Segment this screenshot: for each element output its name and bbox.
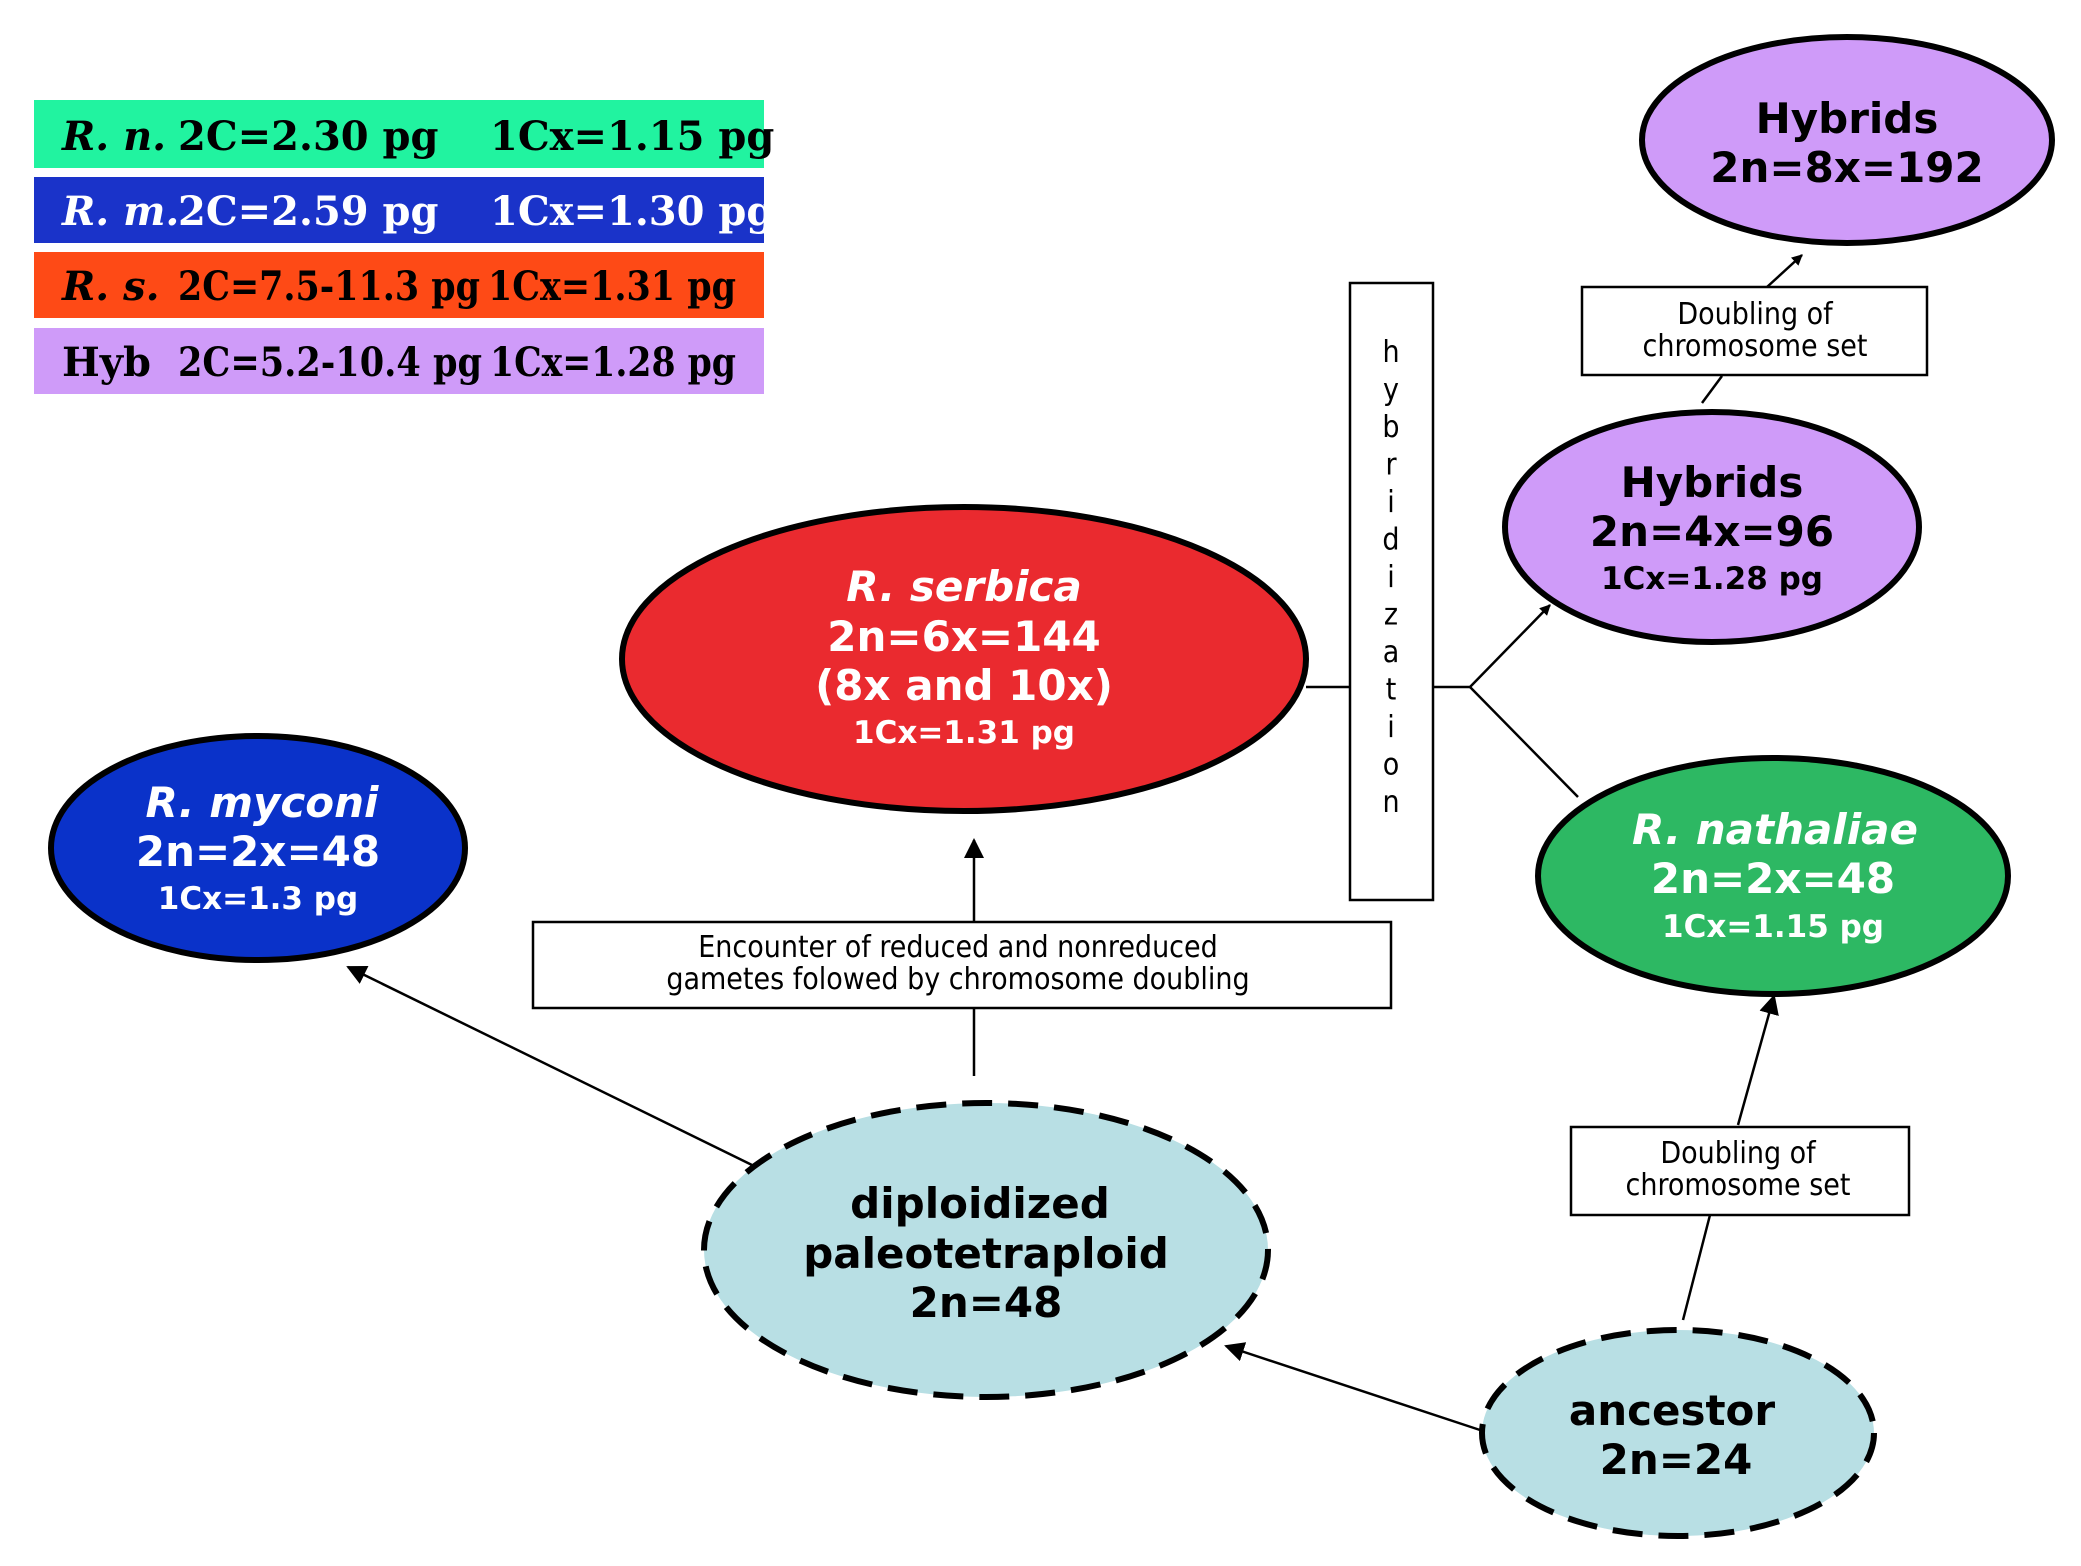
node-hybrids-8x-title: Hybrids — [1756, 94, 1939, 143]
hybridization-letter: z — [1384, 598, 1398, 633]
node-r-serbica-variants: (8x and 10x) — [815, 661, 1113, 710]
legend-1cx-rn: 1Cx=1.15 pg — [490, 113, 774, 160]
node-paleotetraploid-ploidy: 2n=48 — [910, 1278, 1063, 1327]
hybridization-letter: n — [1382, 785, 1399, 820]
legend-abbr-rn: R. n. — [61, 113, 166, 160]
hybridization-letter: r — [1385, 448, 1397, 483]
hybridization-letter: i — [1387, 485, 1395, 520]
legend-2c-rs: 2C=7.5-11.3 pg — [178, 263, 480, 310]
node-r-myconi: R. myconi 2n=2x=48 1Cx=1.3 pg — [48, 733, 468, 963]
legend-row-hyb: Hyb 2C=5.2-10.4 pg 1Cx=1.28 pg — [34, 328, 764, 394]
legend-abbr-rm: R. m. — [61, 188, 179, 235]
node-hybrids-8x-ploidy: 2n=8x=192 — [1710, 143, 1984, 192]
label-encounter-box — [531, 920, 1393, 1010]
hybridization-letter: i — [1387, 560, 1395, 595]
node-hybrids-4x: Hybrids 2n=4x=96 1Cx=1.28 pg — [1502, 409, 1922, 645]
node-r-myconi-shape — [48, 733, 468, 963]
legend-2c-hyb: 2C=5.2-10.4 pg — [178, 339, 482, 386]
legend-swatch-rm — [34, 177, 764, 243]
node-hybrids-8x: Hybrids 2n=8x=192 — [1639, 34, 2055, 246]
hybridization-letter: h — [1382, 335, 1399, 370]
hybridization-letter: a — [1383, 635, 1400, 670]
line-hybrids-4x-to-doubling — [1700, 375, 1724, 404]
legend-abbr-hyb: Hyb — [62, 339, 151, 386]
line-nathaliae-to-junction — [1469, 686, 1579, 798]
node-r-serbica-1cx: 1Cx=1.31 pg — [853, 715, 1075, 751]
node-hybrids-4x-title: Hybrids — [1621, 458, 1804, 507]
arrow-doubling-to-nathaliae — [1736, 994, 1779, 1126]
label-encounter-line1: Encounter of reduced and nonreduced — [698, 930, 1218, 965]
hybridization-letter: o — [1383, 748, 1400, 783]
node-r-myconi-1cx: 1Cx=1.3 pg — [158, 881, 358, 917]
legend-row-rn: R. n. 2C=2.30 pg 1Cx=1.15 pg — [34, 100, 774, 168]
node-r-nathaliae-shape — [1535, 755, 2011, 997]
node-hybrids-4x-shape — [1502, 409, 1922, 645]
genome-size-legend: R. n. 2C=2.30 pg 1Cx=1.15 pg R. m. 2C=2.… — [34, 100, 774, 394]
legend-2c-rn: 2C=2.30 pg — [178, 113, 439, 160]
hybridization-letter: d — [1382, 523, 1399, 558]
label-doubling-bottom-box — [1569, 1125, 1911, 1217]
legend-2c-rm: 2C=2.59 pg — [178, 188, 439, 235]
node-r-myconi-ploidy: 2n=2x=48 — [136, 827, 380, 876]
label-doubling-top-box — [1580, 285, 1929, 377]
node-r-nathaliae-ploidy: 2n=2x=48 — [1651, 854, 1895, 903]
hybridization-letter: i — [1387, 710, 1395, 745]
hybridization-letter: y — [1383, 373, 1399, 408]
node-ancestor-ploidy: 2n=24 — [1600, 1435, 1753, 1484]
arrow-junction-to-hybrids-4x — [1469, 604, 1551, 688]
node-r-myconi-title: R. myconi — [146, 778, 379, 827]
arrow-ancestor-to-paleo — [1224, 1342, 1481, 1432]
label-doubling-bottom: Doubling of chromosome set — [1569, 1125, 1911, 1217]
node-hybrids-4x-ploidy: 2n=4x=96 — [1590, 507, 1834, 556]
node-paleotetraploid-line2: paleotetraploid — [803, 1229, 1169, 1278]
legend-1cx-hyb: 1Cx=1.28 pg — [490, 339, 736, 386]
label-encounter-line2: gametes folowed by chromosome doubling — [666, 962, 1249, 997]
legend-row-rm: R. m. 2C=2.59 pg 1Cx=1.30 pg — [34, 177, 774, 243]
legend-row-rs: R. s. 2C=7.5-11.3 pg 1Cx=1.31 pg — [34, 252, 764, 318]
legend-1cx-rs: 1Cx=1.31 pg — [488, 263, 736, 310]
node-paleotetraploid-line1: diploidized — [850, 1179, 1110, 1228]
node-paleotetraploid-shape — [701, 1100, 1271, 1400]
legend-abbr-rs: R. s. — [61, 263, 160, 310]
node-r-nathaliae-title: R. nathaliae — [1632, 805, 1918, 854]
node-hybrids-8x-shape — [1639, 34, 2055, 246]
arrow-paleo-to-myconi — [346, 965, 753, 1167]
legend-swatch-hyb — [34, 328, 764, 394]
label-encounter: Encounter of reduced and nonreduced game… — [531, 920, 1393, 1010]
line-ancestor-to-doubling — [1681, 1214, 1712, 1321]
legend-swatch-rs — [34, 252, 764, 318]
label-doubling-bottom-line2: chromosome set — [1626, 1168, 1851, 1203]
legend-1cx-rm: 1Cx=1.30 pg — [490, 188, 774, 235]
node-r-serbica: R. serbica 2n=6x=144 (8x and 10x) 1Cx=1.… — [619, 504, 1309, 814]
label-doubling-bottom-line1: Doubling of — [1660, 1136, 1817, 1171]
node-ancestor: ancestor 2n=24 — [1479, 1327, 1877, 1539]
legend-swatch-rn — [34, 100, 764, 168]
label-doubling-top: Doubling of chromosome set — [1580, 285, 1929, 377]
node-ancestor-shape — [1479, 1327, 1877, 1539]
arrow-doubling-to-hybrids-8x — [1766, 254, 1803, 288]
node-r-serbica-title: R. serbica — [846, 562, 1082, 611]
hybridization-letter: t — [1386, 673, 1397, 708]
node-ancestor-title: ancestor — [1569, 1386, 1776, 1435]
node-paleotetraploid: diploidized paleotetraploid 2n=48 — [701, 1100, 1271, 1400]
label-doubling-top-line1: Doubling of — [1677, 297, 1834, 332]
node-r-nathaliae-1cx: 1Cx=1.15 pg — [1662, 909, 1884, 945]
node-hybrids-4x-1cx: 1Cx=1.28 pg — [1601, 561, 1823, 597]
node-r-nathaliae: R. nathaliae 2n=2x=48 1Cx=1.15 pg — [1535, 755, 2011, 997]
node-r-serbica-shape — [619, 504, 1309, 814]
connectors — [346, 254, 1803, 1432]
node-r-serbica-ploidy: 2n=6x=144 — [827, 612, 1101, 661]
hybridization-letter: b — [1382, 410, 1399, 445]
label-hybridization-box — [1348, 281, 1435, 902]
label-doubling-top-line2: chromosome set — [1643, 329, 1868, 364]
